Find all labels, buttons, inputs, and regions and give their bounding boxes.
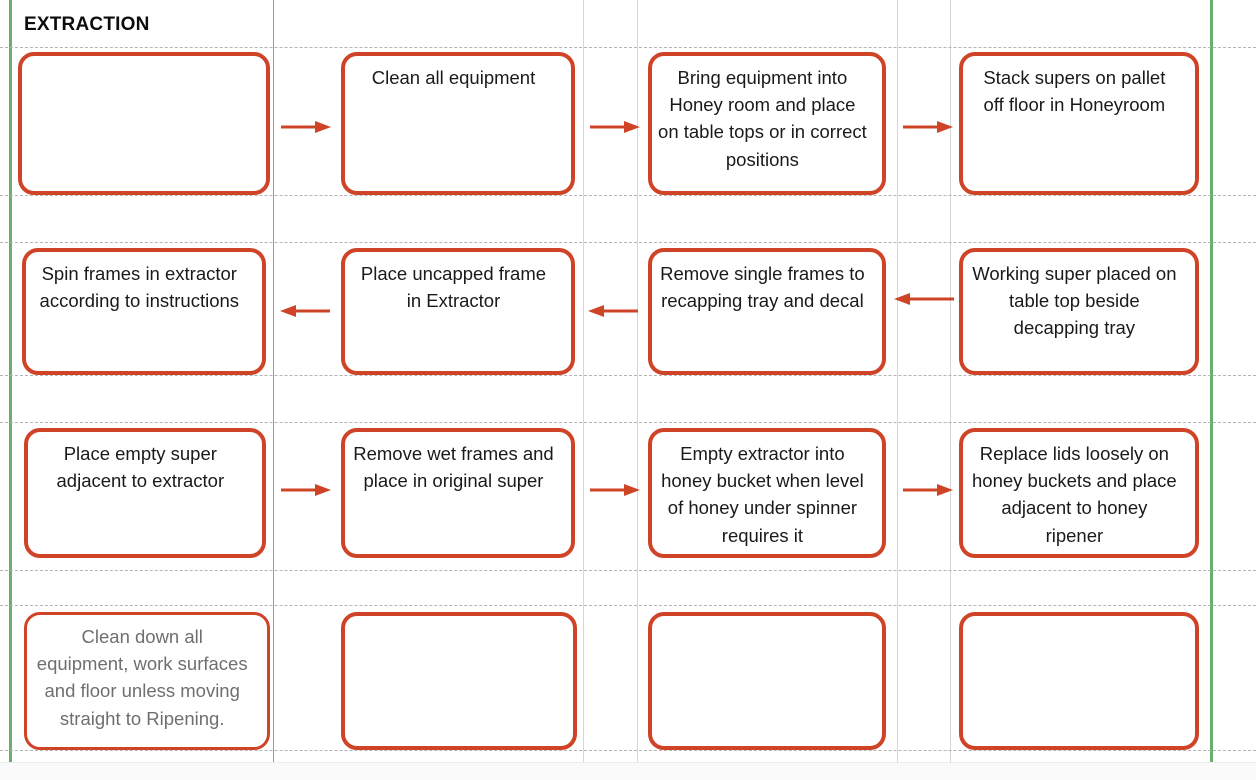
arrow-r3-3 bbox=[903, 483, 953, 497]
node-r1c1[interactable] bbox=[18, 52, 270, 195]
node-r2c2[interactable]: Place uncapped frame in Extractor bbox=[341, 248, 575, 375]
node-r1c2[interactable]: Clean all equipment bbox=[341, 52, 575, 195]
grid-hline-5 bbox=[0, 422, 1256, 423]
arrow-r3-1 bbox=[281, 483, 331, 497]
node-r3c3-label: Empty extractor into honey bucket when l… bbox=[661, 443, 864, 546]
node-r3c3[interactable]: Empty extractor into honey bucket when l… bbox=[648, 428, 886, 558]
node-r3c1[interactable]: Place empty super adjacent to extractor bbox=[24, 428, 266, 558]
grid-hline-1 bbox=[0, 47, 1256, 48]
arrow-r3-2 bbox=[590, 483, 640, 497]
arrow-r1-1 bbox=[281, 120, 331, 134]
node-r4c2-label bbox=[336, 616, 573, 624]
arrow-r1-3 bbox=[903, 120, 953, 134]
node-r2c4[interactable]: Working super placed on table top beside… bbox=[959, 248, 1199, 375]
node-r1c1-label bbox=[12, 56, 266, 64]
node-r4c1[interactable]: Clean down all equipment, work surfaces … bbox=[24, 612, 270, 750]
node-r1c4-label: Stack supers on pallet off floor in Hone… bbox=[983, 67, 1166, 116]
left-green-rule bbox=[9, 0, 12, 762]
node-r2c2-label: Place uncapped frame in Extractor bbox=[360, 263, 547, 312]
grid-vline-1 bbox=[273, 0, 274, 762]
node-r2c3-label: Remove single frames to recapping tray a… bbox=[660, 263, 865, 312]
arrow-r2-3 bbox=[892, 292, 954, 306]
node-r3c2[interactable]: Remove wet frames and place in original … bbox=[341, 428, 575, 558]
node-r1c2-label: Clean all equipment bbox=[371, 67, 536, 88]
node-r3c2-label: Remove wet frames and place in original … bbox=[353, 443, 554, 492]
node-r1c3-label: Bring equipment into Honey room and plac… bbox=[658, 67, 867, 170]
node-r3c4[interactable]: Replace lids loosely on honey buckets an… bbox=[959, 428, 1199, 558]
grid-vline-3 bbox=[637, 0, 638, 762]
right-green-rule bbox=[1210, 0, 1213, 762]
grid-hline-2 bbox=[0, 195, 1256, 196]
grid-vline-2 bbox=[583, 0, 584, 762]
arrow-r1-2 bbox=[590, 120, 640, 134]
node-r2c1-label: Spin frames in extractor according to in… bbox=[39, 263, 240, 312]
node-r2c4-label: Working super placed on table top beside… bbox=[972, 263, 1177, 339]
node-r1c3[interactable]: Bring equipment into Honey room and plac… bbox=[648, 52, 886, 195]
grid-hline-6 bbox=[0, 570, 1256, 571]
grid-hline-3 bbox=[0, 242, 1256, 243]
node-r4c1-label: Clean down all equipment, work surfaces … bbox=[36, 626, 248, 729]
grid-vline-5 bbox=[950, 0, 951, 762]
node-r4c3[interactable] bbox=[648, 612, 886, 750]
node-r4c3-label bbox=[643, 616, 882, 624]
grid-hline-4 bbox=[0, 375, 1256, 376]
node-r4c4-label bbox=[954, 616, 1195, 624]
arrow-r2-2 bbox=[586, 304, 638, 318]
node-r3c4-label: Replace lids loosely on honey buckets an… bbox=[972, 443, 1177, 546]
bottom-band bbox=[0, 762, 1256, 780]
node-r4c4[interactable] bbox=[959, 612, 1199, 750]
arrow-r2-1 bbox=[278, 304, 330, 318]
node-r2c1[interactable]: Spin frames in extractor according to in… bbox=[22, 248, 266, 375]
grid-vline-4 bbox=[897, 0, 898, 762]
node-r4c2[interactable] bbox=[341, 612, 577, 750]
grid-hline-7 bbox=[0, 605, 1256, 606]
page-title: EXTRACTION bbox=[24, 14, 150, 35]
node-r2c3[interactable]: Remove single frames to recapping tray a… bbox=[648, 248, 886, 375]
grid-hline-8 bbox=[0, 750, 1256, 751]
node-r1c4[interactable]: Stack supers on pallet off floor in Hone… bbox=[959, 52, 1199, 195]
node-r3c1-label: Place empty super adjacent to extractor bbox=[56, 443, 225, 492]
